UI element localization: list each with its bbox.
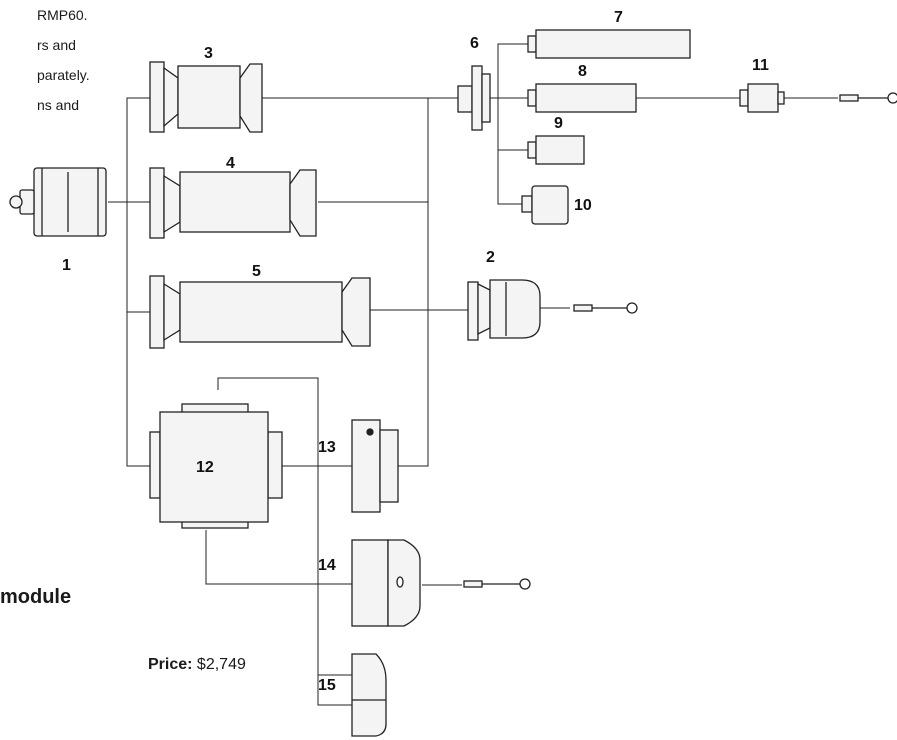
component-5 xyxy=(149,275,371,349)
label-12: 12 xyxy=(196,459,214,476)
intro-line-4: ns and xyxy=(37,97,80,113)
label-8: 8 xyxy=(578,63,587,80)
label-6: 6 xyxy=(470,35,479,52)
label-7: 7 xyxy=(614,9,623,26)
component-9 xyxy=(527,135,585,165)
component-10 xyxy=(521,185,569,225)
price-value: $2,749 xyxy=(196,656,246,673)
component-2 xyxy=(467,279,638,341)
label-3: 3 xyxy=(204,45,213,62)
label-5: 5 xyxy=(252,263,261,280)
component-8 xyxy=(527,83,637,113)
label-10: 10 xyxy=(574,197,592,214)
component-12 xyxy=(149,403,283,529)
component-3 xyxy=(149,61,263,133)
connector-lines xyxy=(108,43,838,706)
section-heading: module xyxy=(0,586,72,608)
label-1: 1 xyxy=(62,257,71,274)
label-9: 9 xyxy=(554,115,563,132)
label-14: 14 xyxy=(318,557,336,574)
label-2: 2 xyxy=(486,249,495,266)
component-4 xyxy=(149,167,317,239)
intro-line-1: RMP60. xyxy=(37,7,88,23)
component-14 xyxy=(351,539,531,627)
label-4: 4 xyxy=(226,155,235,172)
component-7 xyxy=(527,29,691,59)
component-15 xyxy=(351,653,387,737)
label-13: 13 xyxy=(318,439,336,456)
intro-line-2: rs and xyxy=(37,37,76,53)
label-11: 11 xyxy=(752,57,769,74)
intro-line-3: parately. xyxy=(37,67,90,83)
component-1 xyxy=(9,167,107,237)
label-15: 15 xyxy=(318,677,336,694)
component-6 xyxy=(457,65,491,131)
price: Price: $2,749 xyxy=(148,656,246,674)
component-11 xyxy=(739,83,897,113)
price-label: Price: xyxy=(148,656,193,673)
component-13 xyxy=(351,419,399,513)
